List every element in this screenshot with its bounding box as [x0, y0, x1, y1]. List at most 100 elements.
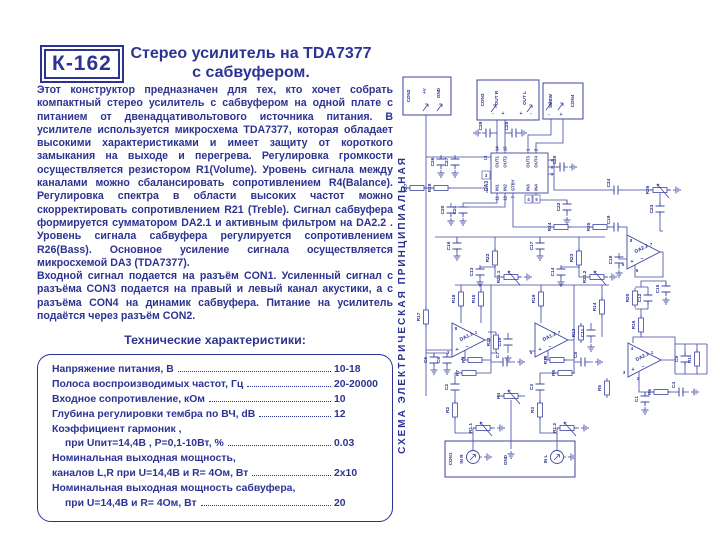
ground-symbol [581, 424, 589, 432]
label: C17 [529, 241, 535, 250]
label: STBY [511, 179, 516, 191]
label: GND [503, 454, 508, 465]
pin-number: 8 [551, 165, 554, 170]
opamp-label: DA2.1 [635, 351, 651, 363]
label: R10 [543, 355, 549, 364]
label: C8 [573, 352, 579, 358]
schematic-side-title: СХЕМА ЭЛЕКТРИЧЕСКАЯ ПРИНЦИПИАЛЬНАЯ [397, 156, 408, 454]
ground-symbol [563, 217, 571, 225]
label: IN1 [495, 184, 500, 191]
label: C5 [436, 357, 442, 363]
label: C29 [478, 121, 484, 130]
resistor-R17 [423, 309, 429, 325]
label: IN3 [526, 184, 531, 191]
label: C22 [556, 202, 562, 211]
resistor-R18 [458, 291, 464, 307]
opamp-DA2.1 [627, 342, 662, 378]
minus-input-mark: – [549, 344, 552, 350]
label: R14 [592, 302, 598, 311]
opamp-DA1.1 [451, 322, 486, 358]
page-title-line2: с сабвуфером. [192, 64, 310, 81]
resistor-R8 [557, 370, 573, 376]
label: R2 [445, 407, 451, 413]
spec-label: каналов L,R при U=14,4В и R= 4Ом, Вт [52, 467, 249, 479]
spec-row: Номинальная выходная мощность, [52, 452, 380, 467]
label: C12 [637, 293, 643, 302]
minus-input-mark: – [641, 256, 644, 262]
spec-label: Напряжение питания, В [52, 364, 174, 376]
label: 14 [495, 146, 500, 151]
pin-number: 2 [637, 376, 640, 381]
ground-symbol [595, 358, 603, 366]
ground-symbol [691, 388, 699, 396]
label: R4 [496, 393, 502, 399]
resistor-R16 [638, 317, 644, 333]
page-title: Стерео усилитель на TDA7377 с сабвуфером… [112, 44, 390, 82]
label: C25 [552, 155, 558, 164]
spec-value: 10-18 [334, 364, 361, 376]
label: C24 [606, 178, 612, 187]
ground-symbol [504, 355, 512, 363]
minus-input-mark: – [466, 344, 469, 350]
spec-dot-leader [247, 386, 331, 388]
resistor-R2 [452, 402, 458, 418]
label: R22 [485, 253, 491, 262]
label: R28 [427, 183, 433, 192]
connector-box-CON4 [542, 82, 584, 120]
spec-value: 20-20000 [334, 379, 378, 391]
pin-box [532, 194, 541, 204]
label: C2 [444, 384, 450, 390]
pin-number: 5 [535, 197, 538, 202]
label: R15 [471, 294, 477, 303]
label: R26 [645, 185, 651, 194]
label: +V [422, 87, 427, 94]
label: 2 [534, 148, 539, 151]
ground-symbol [641, 407, 649, 415]
resistor-R20 [632, 290, 638, 306]
ground-symbol [459, 218, 467, 226]
description-column: Этот конструктор предназначен для тех, к… [37, 84, 393, 523]
resistor-R24 [553, 224, 569, 230]
page-title-line1: Стерео усилитель на TDA7377 [130, 45, 372, 62]
label: C1 [634, 396, 640, 402]
ground-symbol [453, 253, 461, 261]
ground-symbol [587, 344, 595, 352]
input-jack [466, 450, 480, 464]
ground-symbol [497, 424, 505, 432]
label: R23 [569, 253, 575, 262]
label: CON3 [480, 93, 485, 106]
label: IN2 [503, 184, 508, 191]
resistor-R3 [537, 402, 543, 418]
plus-input-mark: + [538, 347, 541, 353]
jack-arrow [469, 454, 476, 461]
pot-wiper-arrow [563, 421, 577, 437]
label: + [520, 111, 523, 117]
pin-number: 3 [485, 173, 488, 178]
label: OUT1 [495, 155, 500, 167]
resistor-R5 [604, 380, 610, 396]
ground-symbol [615, 270, 623, 278]
resistor-R25 [592, 224, 608, 230]
ground-symbol [517, 358, 525, 366]
pin-number: 4 [631, 346, 634, 351]
pin-number: 7 [558, 330, 561, 335]
spec-value: 2x10 [334, 467, 358, 479]
label: CON4 [570, 94, 575, 107]
label: R12 [486, 337, 492, 346]
pot-wiper-arrow [507, 270, 521, 286]
ground-symbol [568, 453, 576, 461]
pin-arrow [436, 103, 443, 112]
pin-number: 6 [544, 356, 547, 361]
pin-arrow [557, 102, 564, 111]
ground-symbol [484, 453, 492, 461]
label: 15 [503, 146, 508, 151]
potentiometer-R21.1 [503, 274, 519, 280]
connector-box-CON2 [402, 76, 452, 116]
spec-dot-leader [252, 474, 331, 476]
pin-number: 8 [455, 326, 458, 331]
label: - [548, 112, 550, 118]
